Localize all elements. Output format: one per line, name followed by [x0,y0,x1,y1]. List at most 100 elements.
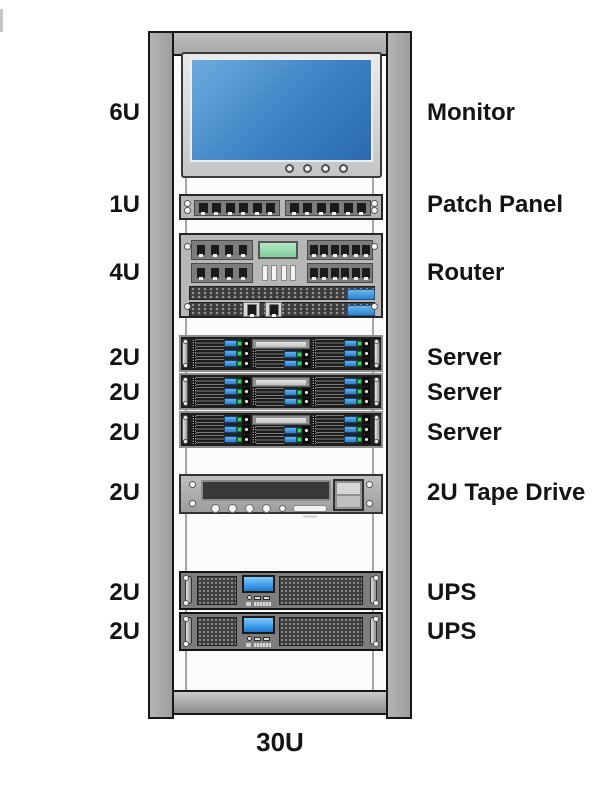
rj45-port-icon [340,267,351,280]
drive-tray [252,435,310,444]
drive-latch-icon [284,388,297,396]
drive-latch-icon [284,426,297,434]
rack-capacity-label: 30U [256,727,304,757]
monitor-screen [190,58,373,162]
router-port-group [191,263,253,283]
ups-vent [279,617,363,646]
ups-label-chip [245,602,251,606]
ups-indicator-icon [262,636,270,641]
drive-led-icon [357,361,362,366]
rj45-port-icon [350,267,361,280]
tape-button-icon [262,504,271,513]
drive-latch-icon [224,340,237,347]
ups-button-icon [246,636,252,641]
drive-led-icon [357,379,362,384]
tape-display [201,480,331,501]
patch-port-group [285,200,371,216]
rj45-port-icon [265,202,277,215]
drive-latch-icon [224,398,237,405]
screw-icon [373,575,379,581]
screw-icon [189,481,196,488]
ups-lcd-screen [241,616,275,634]
drive-latch-icon [344,426,357,433]
screw-icon [183,415,188,420]
tape-button-icon [279,505,286,512]
rj45-port-icon [238,267,248,280]
monitor-button-icon [339,164,348,173]
screw-icon [183,616,189,622]
device-label-router: Router [427,259,505,286]
drive-tray [252,426,310,435]
rj45-port-icon [361,267,372,280]
optical-drive-slot [252,339,310,350]
screw-icon [374,415,379,420]
rj45-port-icon [210,267,220,280]
router-uplink-port [243,302,260,317]
server-unit [179,335,383,372]
device-label-ups-2: UPS [427,618,477,645]
drive-latch-icon [344,340,357,347]
patch-port-group [194,200,280,216]
drive-latch-icon [224,360,237,367]
drive-led-icon [237,427,242,432]
drive-tray [252,388,310,397]
rack-rail-right [372,54,374,690]
screw-icon [373,641,379,647]
router-slot-icon [290,265,297,281]
drive-latch-icon [224,378,237,385]
tape-button-icon [228,504,237,513]
screw-icon [373,600,379,606]
rack-rail-left [185,54,187,690]
rack-post-left [148,31,174,719]
drive-led-icon [297,351,302,357]
edge-artifact [0,9,3,32]
screw-icon [371,303,378,310]
router-slot-icon [280,265,287,281]
drive-led-icon [357,399,362,404]
screw-icon [183,439,188,444]
rj45-port-icon [246,304,257,317]
drive-latch-icon [344,436,357,443]
ups-stack [179,571,383,651]
ups-lcd-screen [241,575,275,593]
ups-vent [197,576,237,605]
rj45-port-icon [340,244,351,257]
rj45-port-icon [211,202,223,215]
screw-icon [374,339,379,344]
rj45-port-icon [224,202,236,215]
router-lcd-screen [258,241,298,259]
drive-latch-icon [344,388,357,395]
rack-bottom-bar [170,690,390,715]
router-uplink-port [265,302,282,317]
router-unit [179,233,383,318]
rack-post-right [386,31,412,719]
drive-latch-icon [224,388,237,395]
drive-led-icon [237,417,242,422]
tape-cartridge-bay [333,479,364,511]
drive-tray [192,425,250,434]
screw-icon [371,200,378,207]
screw-icon [373,616,379,622]
rj45-port-icon [196,244,206,257]
monitor-unit [181,52,382,178]
ups-indicator-icon [253,595,261,600]
rj45-port-icon [329,244,340,257]
drive-tray [312,435,370,444]
device-label-monitor: Monitor [427,99,515,126]
drive-tray [192,387,250,396]
screw-icon [374,363,379,368]
device-label-ups-1: UPS [427,579,477,606]
rj45-port-icon [361,244,372,257]
ups-unit [179,612,383,651]
screw-icon [183,339,188,344]
screw-icon [183,575,189,581]
device-label-server-1: Server [427,344,502,371]
drive-tray [252,397,310,406]
drive-led-icon [297,361,302,367]
device-label-server-2: Server [427,379,502,406]
screw-icon [374,377,379,382]
drive-led-icon [357,389,362,394]
optical-drive-slot [252,415,310,426]
rj45-port-icon [224,267,234,280]
drive-tray [312,359,370,368]
